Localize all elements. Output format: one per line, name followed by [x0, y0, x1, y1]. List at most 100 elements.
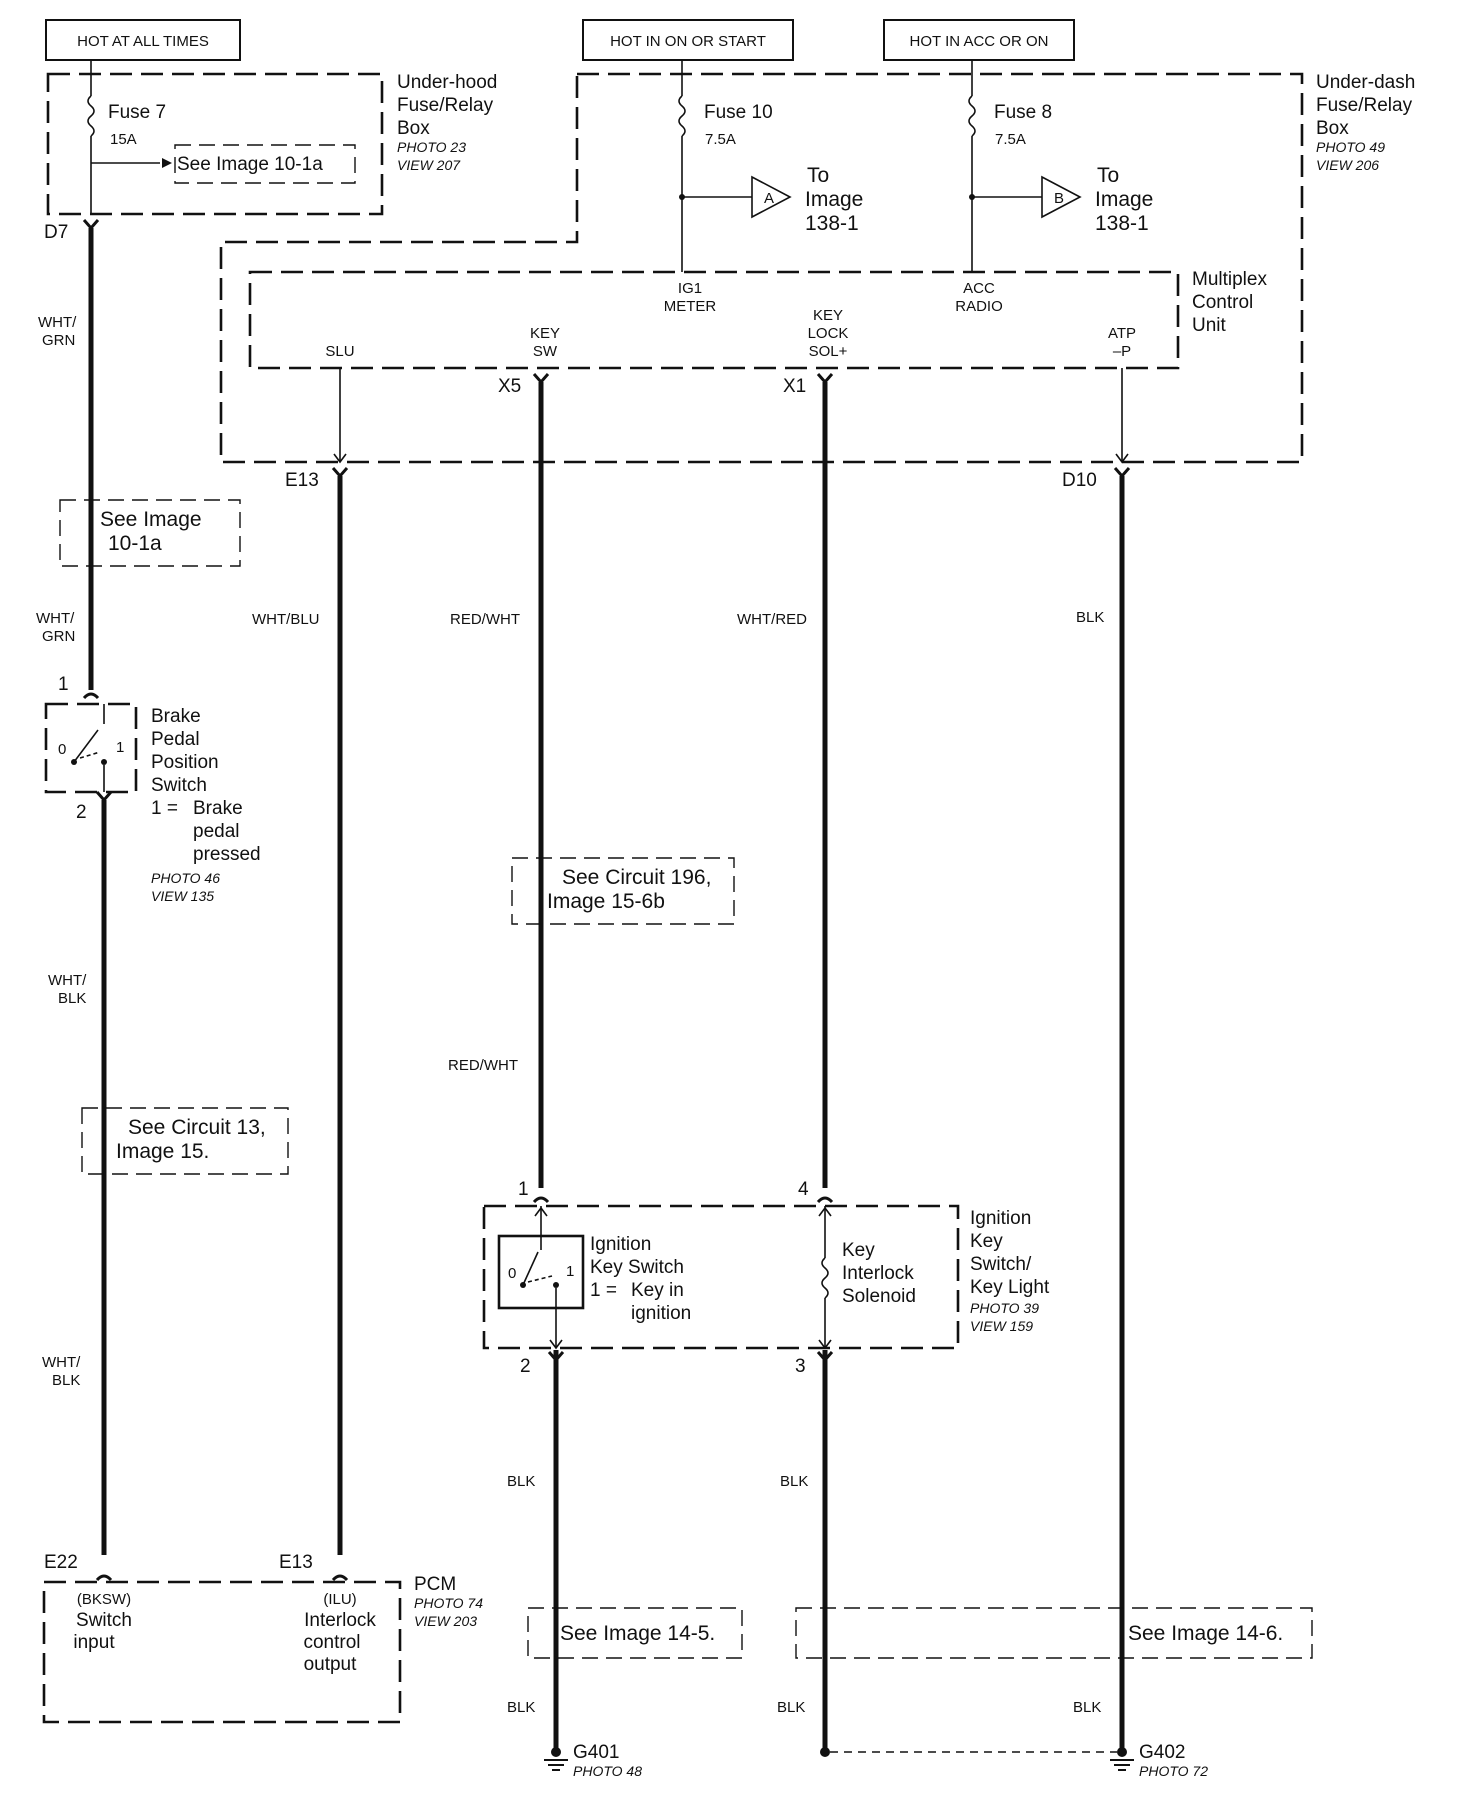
mcu-pin-keylock-1: KEY: [813, 307, 843, 324]
mcu-outline: [248, 270, 1180, 370]
brake-switch-contact-1: [101, 759, 107, 765]
ignition-switch-contact-0: [520, 1282, 526, 1288]
underhood-photo: PHOTO 23: [397, 139, 466, 155]
brake-name-1: Brake: [151, 706, 201, 727]
ref-circuit-196-2: Image 15-6b: [547, 890, 665, 913]
hot-in-acc-or-on-label: HOT IN ACC OR ON: [910, 33, 1049, 50]
g401-label: G401: [573, 1742, 619, 1763]
mcu-pin-ig1-2: METER: [664, 298, 717, 315]
brake-pos-0: 0: [58, 741, 66, 758]
to-b-line-1: To: [1097, 164, 1119, 187]
wire-label-wht-grn-mid-2: GRN: [42, 628, 75, 645]
wire-label-wht-grn-top-2: GRN: [42, 332, 75, 349]
connector-e13-mcu: E13: [285, 470, 319, 491]
pcm-ilu: (ILU): [323, 1591, 356, 1608]
g401-photo: PHOTO 48: [573, 1763, 642, 1779]
hot-in-on-or-start-label: HOT IN ON OR START: [610, 33, 766, 50]
wire-label-wht-grn-top-1: WHT/: [38, 314, 77, 331]
ignition-switch-name-2: Key Switch: [590, 1257, 684, 1278]
ignition-name-4: Key Light: [970, 1277, 1050, 1298]
wire-label-blk-pin3: BLK: [780, 1473, 808, 1490]
underhood-name-3: Box: [397, 118, 430, 139]
ignition-switch-state-1: Key in: [631, 1280, 684, 1301]
wire-label-red-wht-lower: RED/WHT: [448, 1057, 518, 1074]
wire-label-wht-grn-mid-1: WHT/: [36, 610, 75, 627]
brake-state-1: Brake: [193, 798, 243, 819]
e13-terminal: [331, 467, 349, 479]
to-a-letter: A: [764, 190, 774, 207]
mcu-pin-keysw-1: KEY: [530, 325, 560, 342]
underdash-name-3: Box: [1316, 118, 1349, 139]
brake-name-3: Position: [151, 752, 219, 773]
pcm-ilu-output-1: Interlock: [304, 1610, 376, 1631]
slu-arrow: [333, 453, 347, 464]
solenoid-name-1: Key: [842, 1240, 875, 1261]
wire-label-wht-blu: WHT/BLU: [252, 611, 320, 628]
fuse8-symbol: [968, 95, 976, 137]
underhood-view: VIEW 207: [397, 157, 461, 173]
ref-circuit-13-1: See Circuit 13,: [128, 1116, 266, 1139]
ref-14-6: See Image 14-6.: [1128, 1622, 1283, 1645]
ignition-pin3-terminal: [816, 1351, 834, 1363]
ignition-pos-1: 1: [566, 1263, 574, 1280]
fuse7-symbol: [87, 95, 95, 137]
ignition-pos-0: 0: [508, 1265, 516, 1282]
to-b-letter: B: [1054, 190, 1064, 207]
wire-label-wht-red: WHT/RED: [737, 611, 807, 628]
fuse8-name: Fuse 8: [994, 102, 1052, 123]
brake-state-prefix: 1 =: [151, 798, 178, 819]
solenoid-out-arrow: [818, 1339, 832, 1350]
ignition-view: VIEW 159: [970, 1318, 1033, 1334]
mcu-pin-keylock-3: SOL+: [809, 343, 848, 360]
ref-wht-grn-2: 10-1a: [108, 532, 162, 555]
ignition-key-switch-box: [497, 1234, 585, 1310]
g402-label: G402: [1139, 1742, 1185, 1763]
solenoid-in-arrow: [818, 1206, 832, 1217]
to-a-flag: [751, 175, 792, 219]
mcu-pin-acc-2: RADIO: [955, 298, 1003, 315]
solenoid-coil: [821, 1257, 829, 1299]
g401-splice: [551, 1747, 561, 1757]
ignition-pin-4: 4: [798, 1179, 809, 1200]
brake-pin2-terminal: [95, 791, 113, 803]
wire-label-blk-pin2-lower: BLK: [507, 1699, 535, 1716]
ignition-outline: [482, 1204, 960, 1350]
atp-arrow: [1115, 453, 1129, 464]
underhood-name-2: Fuse/Relay: [397, 95, 494, 116]
hot-at-all-times-box: [45, 19, 241, 61]
ignition-pin-1: 1: [518, 1179, 529, 1200]
underhood-name-1: Under-hood: [397, 72, 497, 93]
g402-photo: PHOTO 72: [1139, 1763, 1208, 1779]
to-a-line-3: 138-1: [805, 212, 859, 235]
brake-switch-outline: [44, 702, 138, 794]
wire-label-wht-blk-lower-2: BLK: [52, 1372, 80, 1389]
pcm-bksw: (BKSW): [77, 1591, 131, 1608]
pcm-e22-terminal: [95, 1574, 113, 1582]
d10-terminal: [1113, 467, 1131, 479]
brake-switch-dash: [79, 751, 101, 759]
ignition-pin1-terminal: [532, 1196, 550, 1204]
ref-circuit-196-1: See Circuit 196,: [562, 866, 711, 889]
brake-pin-2: 2: [76, 802, 87, 823]
fuse7-name: Fuse 7: [108, 102, 166, 123]
fuse7-branch-arrow: [162, 158, 172, 168]
mcu-pin-atp-1: ATP: [1108, 325, 1136, 342]
brake-state-3: pressed: [193, 844, 261, 865]
wire-label-wht-blk-1: WHT/: [48, 972, 87, 989]
brake-switch-blade: [73, 729, 99, 763]
ignition-pin-2: 2: [520, 1356, 531, 1377]
fuse10-rating: 7.5A: [705, 131, 736, 148]
brake-state-2: pedal: [193, 821, 240, 842]
to-a-line-1: To: [807, 164, 829, 187]
ignition-switch-blade: [522, 1251, 539, 1286]
ignition-switch-out-arrow: [549, 1339, 563, 1350]
pcm-switch-input-1: Switch: [76, 1610, 132, 1631]
solenoid-name-2: Interlock: [842, 1263, 914, 1284]
pcm-photo: PHOTO 74: [414, 1595, 483, 1611]
brake-photo: PHOTO 46: [151, 870, 220, 886]
g402-splice-left: [820, 1747, 830, 1757]
wire-label-red-wht: RED/WHT: [450, 611, 520, 628]
ignition-switch-state-2: ignition: [631, 1303, 691, 1324]
mcu-pin-slu: SLU: [325, 343, 354, 360]
wire-label-blk-pin2: BLK: [507, 1473, 535, 1490]
